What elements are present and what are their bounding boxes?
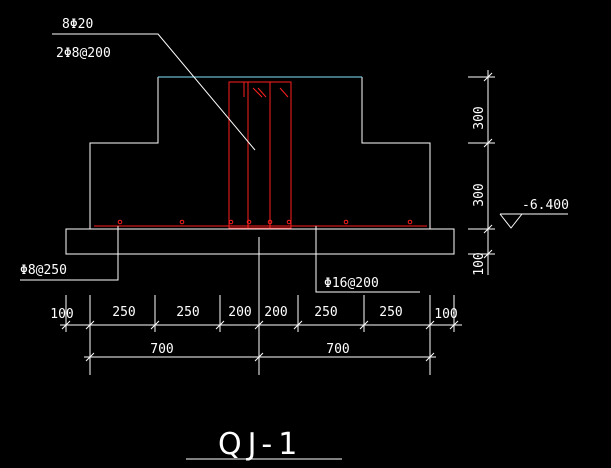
vdim-3: 100 [472, 252, 487, 275]
elevation-marker [499, 213, 568, 229]
total-dim-right: 700 [326, 342, 349, 357]
hdim-2: 250 [112, 305, 135, 320]
vdim-2: 300 [472, 183, 487, 206]
stirrups-label: 2Φ8@200 [56, 46, 111, 61]
hdim-1: 100 [50, 307, 73, 322]
hdim-8: 100 [434, 307, 457, 322]
total-dim-left: 700 [150, 342, 173, 357]
left-bars-label: Φ8@250 [20, 263, 67, 278]
column-rebar [228, 81, 292, 229]
hdim-4: 200 [228, 305, 251, 320]
vdim-1: 300 [472, 106, 487, 129]
horizontal-dimension [60, 295, 462, 375]
top-bars-label: 8Φ20 [62, 17, 93, 32]
hdim-5: 200 [264, 305, 287, 320]
hdim-7: 250 [379, 305, 402, 320]
hdim-3: 250 [176, 305, 199, 320]
foundation-outline [65, 76, 455, 255]
bottom-bars-label: Φ16@200 [324, 276, 379, 291]
hdim-6: 250 [314, 305, 337, 320]
drawing-title: QJ-1 [218, 427, 303, 462]
bottom-rebar [94, 219, 427, 227]
vertical-dimension [468, 70, 495, 275]
elevation-label: -6.400 [522, 198, 569, 213]
